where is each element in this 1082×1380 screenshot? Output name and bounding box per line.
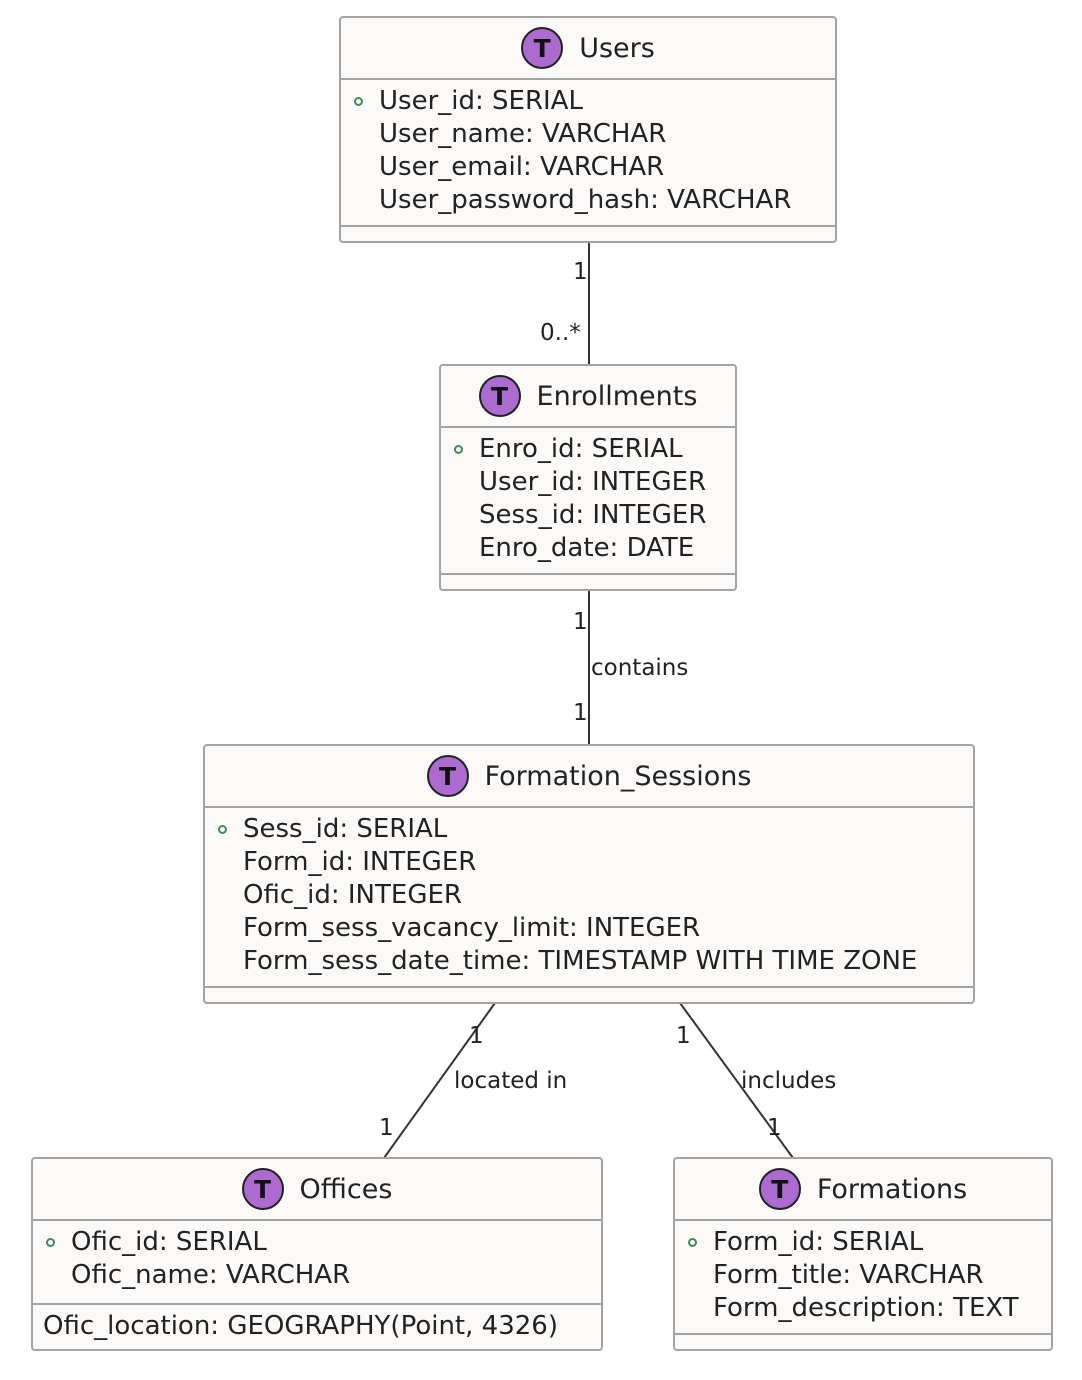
formation-sessions-offices-line[interactable] — [383, 1002, 496, 1159]
attribute-row: Form_description: TEXT — [675, 1292, 1051, 1325]
primary-key-icon — [218, 825, 227, 834]
entity-title: Users — [579, 32, 655, 64]
attribute-text: Form_sess_date_time: TIMESTAMP WITH TIME… — [243, 946, 918, 976]
multiplicity-label: 1 — [573, 609, 588, 635]
attribute-list: Ofic_id: SERIAL Ofic_name: VARCHAR — [33, 1221, 601, 1303]
attribute-row: Ofic_name: VARCHAR — [33, 1259, 601, 1292]
entity-title: Formations — [816, 1173, 968, 1205]
entity-title: Enrollments — [536, 380, 698, 412]
table-icon: T — [241, 1168, 284, 1210]
table-icon: T — [521, 27, 564, 69]
multiplicity-label: 1 — [379, 1115, 394, 1141]
multiplicity-label: 1 — [573, 700, 588, 726]
attribute-text: Form_id: INTEGER — [243, 847, 477, 877]
relationship-label: contains — [591, 655, 689, 681]
primary-key-icon — [354, 97, 363, 106]
attribute-row: Form_sess_date_time: TIMESTAMP WITH TIME… — [205, 945, 973, 978]
attribute-row: User_id: INTEGER — [441, 466, 735, 499]
attribute-text: User_id: SERIAL — [379, 86, 583, 116]
attribute-text: Ofic_name: VARCHAR — [71, 1260, 351, 1290]
attribute-row: Form_title: VARCHAR — [675, 1259, 1051, 1292]
attribute-text: User_email: VARCHAR — [379, 152, 665, 182]
attribute-text: Sess_id: SERIAL — [243, 814, 448, 844]
entity-formations[interactable]: T Formations Form_id: SERIAL Form_title:… — [673, 1157, 1053, 1351]
entity-formation-sessions[interactable]: T Formation_Sessions Sess_id: SERIAL For… — [203, 744, 975, 1004]
entity-users[interactable]: T Users User_id: SERIAL User_name: VARCH… — [339, 16, 837, 243]
attribute-text: Form_id: SERIAL — [713, 1227, 924, 1257]
entity-header: T Formations — [675, 1159, 1051, 1221]
multiplicity-label: 1 — [767, 1115, 782, 1141]
attribute-text: Enro_id: SERIAL — [479, 434, 683, 464]
table-icon: T — [426, 755, 469, 797]
attribute-row: User_id: SERIAL — [341, 85, 835, 118]
attribute-row: Ofic_id: SERIAL — [33, 1226, 601, 1259]
attribute-row: User_name: VARCHAR — [341, 118, 835, 151]
method-list — [675, 1333, 1051, 1349]
attribute-list: Form_id: SERIAL Form_title: VARCHAR Form… — [675, 1221, 1051, 1333]
attribute-text: Form_sess_vacancy_limit: INTEGER — [243, 913, 701, 943]
multiplicity-label: 1 — [573, 259, 588, 285]
relationship-label: located in — [454, 1068, 568, 1094]
attribute-text: Enro_date: DATE — [479, 533, 695, 563]
method-list — [205, 986, 973, 1002]
attribute-row: Form_id: INTEGER — [205, 846, 973, 879]
primary-key-icon — [454, 445, 463, 454]
method-list — [441, 573, 735, 589]
attribute-text: Form_title: VARCHAR — [713, 1260, 984, 1290]
method-row: Ofic_location: GEOGRAPHY(Point, 4326) — [33, 1305, 601, 1347]
entity-offices[interactable]: T Offices Ofic_id: SERIAL Ofic_name: VAR… — [31, 1157, 603, 1351]
attribute-text: User_password_hash: VARCHAR — [379, 185, 792, 215]
multiplicity-label: 1 — [676, 1023, 691, 1049]
multiplicity-label: 0..* — [540, 320, 581, 346]
relationship-label: includes — [741, 1068, 837, 1094]
attribute-list: User_id: SERIAL User_name: VARCHAR User_… — [341, 80, 835, 225]
formation-sessions-formations-line[interactable] — [679, 1002, 794, 1159]
attribute-row: Enro_date: DATE — [441, 532, 735, 565]
table-icon: T — [758, 1168, 801, 1210]
attribute-text: User_name: VARCHAR — [379, 119, 667, 149]
method-list — [341, 225, 835, 241]
attribute-list: Sess_id: SERIAL Form_id: INTEGER Ofic_id… — [205, 808, 973, 986]
entity-header: T Formation_Sessions — [205, 746, 973, 808]
attribute-text: Ofic_id: INTEGER — [243, 880, 462, 910]
attribute-text: Sess_id: INTEGER — [479, 500, 707, 530]
attribute-row: Sess_id: SERIAL — [205, 813, 973, 846]
method-list: Ofic_location: GEOGRAPHY(Point, 4326) — [33, 1303, 601, 1349]
attribute-row: Enro_id: SERIAL — [441, 433, 735, 466]
entity-header: T Users — [341, 18, 835, 80]
attribute-row: Ofic_id: INTEGER — [205, 879, 973, 912]
entity-title: Offices — [299, 1173, 393, 1205]
attribute-row: User_email: VARCHAR — [341, 151, 835, 184]
attribute-row: Form_id: SERIAL — [675, 1226, 1051, 1259]
attribute-list: Enro_id: SERIAL User_id: INTEGER Sess_id… — [441, 428, 735, 573]
entity-header: T Enrollments — [441, 366, 735, 428]
attribute-text: Ofic_id: SERIAL — [71, 1227, 267, 1257]
method-text: Ofic_location: GEOGRAPHY(Point, 4326) — [43, 1311, 558, 1341]
attribute-row: Sess_id: INTEGER — [441, 499, 735, 532]
primary-key-icon — [46, 1238, 55, 1247]
entity-title: Formation_Sessions — [484, 760, 752, 792]
attribute-text: User_id: INTEGER — [479, 467, 707, 497]
entity-enrollments[interactable]: T Enrollments Enro_id: SERIAL User_id: I… — [439, 364, 737, 591]
multiplicity-label: 1 — [469, 1023, 484, 1049]
attribute-row: User_password_hash: VARCHAR — [341, 184, 835, 217]
primary-key-icon — [688, 1238, 697, 1247]
entity-header: T Offices — [33, 1159, 601, 1221]
attribute-row: Form_sess_vacancy_limit: INTEGER — [205, 912, 973, 945]
table-icon: T — [478, 375, 521, 417]
attribute-text: Form_description: TEXT — [713, 1293, 1019, 1323]
